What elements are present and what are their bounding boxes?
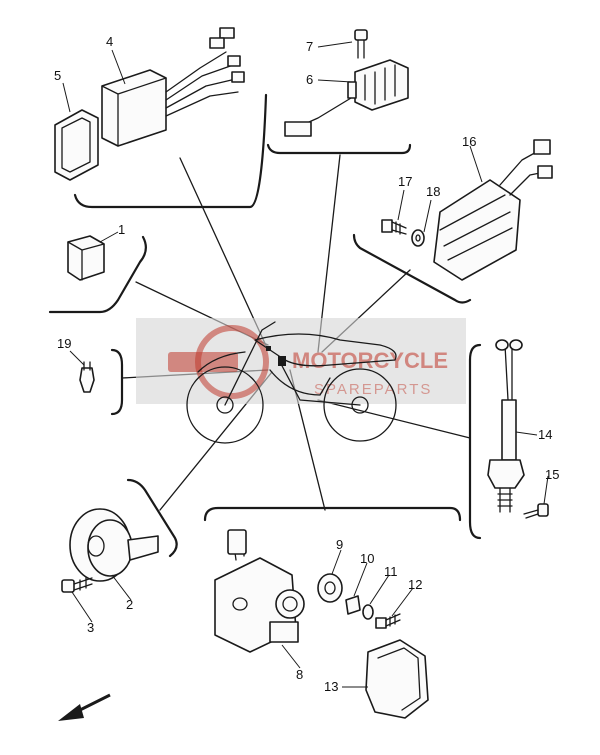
part-12-bolt (375, 613, 401, 629)
front-arrow-icon (58, 693, 111, 721)
callout-1: 1 (118, 222, 125, 237)
part-13-cover (365, 639, 429, 719)
callout-6: 6 (306, 72, 313, 87)
part-9-grommet (317, 573, 343, 603)
watermark: MOTORCYCLE SPAREPARTS (136, 318, 466, 404)
callout-11: 11 (384, 564, 398, 579)
part-15-screw (523, 503, 549, 519)
component-marker-small (266, 346, 271, 351)
rear-wheel (323, 368, 397, 442)
part-19-bulb (79, 361, 95, 393)
callout-15: 15 (545, 467, 559, 482)
callout-16: 16 (462, 134, 476, 149)
front-wheel (186, 366, 264, 444)
watermark-line2: SPAREPARTS (314, 381, 432, 398)
front-fender (197, 351, 246, 373)
callout-19: 19 (57, 336, 71, 351)
callout-13: 13 (324, 679, 338, 694)
part-5-rubber-cover (54, 109, 99, 181)
callout-9: 9 (336, 537, 343, 552)
part-14-switch (487, 339, 525, 513)
callout-3: 3 (87, 620, 94, 635)
fuel-tank-seat (254, 333, 397, 367)
part-3-bolt (61, 577, 93, 593)
bracket-part-1 (48, 235, 147, 314)
part-16-regulator (433, 139, 553, 281)
part-18-washer (411, 229, 425, 247)
part-4-cdi-unit (101, 27, 245, 147)
callout-10: 10 (360, 551, 374, 566)
callout-14: 14 (538, 427, 552, 442)
front-fork (224, 321, 276, 406)
bracket-part-14 (468, 343, 482, 540)
callout-leaders (62, 41, 549, 688)
part-11-washer (362, 604, 374, 620)
part-1-flasher (67, 235, 105, 281)
front-hub (216, 396, 234, 414)
callout-5: 5 (54, 68, 61, 83)
part-17-bolt (381, 219, 407, 235)
bracket-part-19 (110, 348, 124, 416)
part-7-screw (354, 29, 368, 59)
watermark-line1: MOTORCYCLE (292, 348, 448, 373)
callout-labels: 4 5 7 6 16 17 18 1 19 14 15 2 3 8 9 10 1… (54, 34, 559, 694)
motorcycle-outline (186, 321, 397, 444)
bracket-bottom (203, 506, 462, 522)
bracket-top-middle (266, 143, 412, 155)
callout-12: 12 (408, 577, 422, 592)
callout-7: 7 (306, 39, 313, 54)
part-2-horn (69, 508, 159, 582)
bracket-horn (126, 478, 178, 558)
callout-8: 8 (296, 667, 303, 682)
part-10-collar (345, 595, 361, 615)
callout-2: 2 (126, 597, 133, 612)
part-6-relay (284, 59, 409, 137)
callout-4: 4 (106, 34, 113, 49)
rear-hub (351, 396, 369, 414)
callout-18: 18 (426, 184, 440, 199)
engine-block (269, 369, 331, 396)
bracket-top-left (73, 93, 268, 209)
swing-arm (279, 361, 361, 406)
group-brackets (48, 93, 482, 558)
callout-17: 17 (398, 174, 412, 189)
component-marker (278, 356, 286, 366)
part-8-ignition-switch (214, 529, 305, 653)
bracket-right-top (352, 233, 472, 304)
